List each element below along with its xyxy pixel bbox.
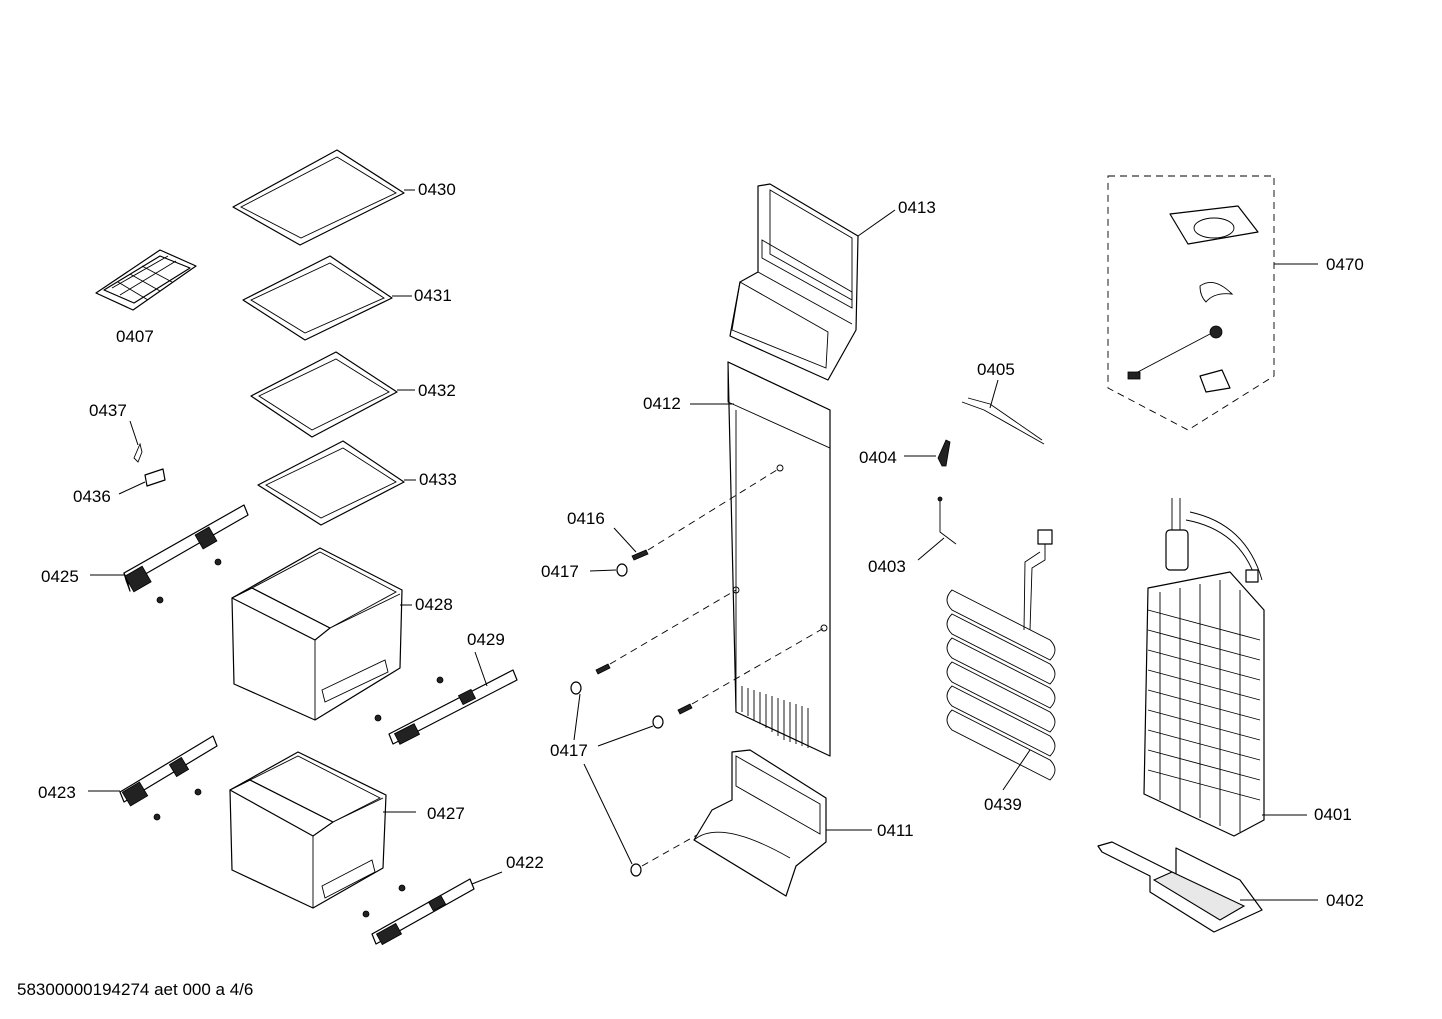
label-0437: 0437 — [89, 401, 127, 420]
defrost-heater-0439 — [946, 529, 1056, 791]
drawer-0427 — [229, 751, 416, 909]
label-0404: 0404 — [859, 448, 897, 467]
label-0402: 0402 — [1326, 891, 1364, 910]
label-0405: 0405 — [977, 360, 1015, 379]
rail-0425 — [90, 504, 249, 604]
label-0470: 0470 — [1326, 255, 1364, 274]
sensor-0405 — [961, 379, 1045, 445]
label-0417-bottom: 0417 — [550, 741, 588, 760]
rail-0429 — [374, 651, 518, 745]
label-0429: 0429 — [467, 630, 505, 649]
ice-tray-0407 — [95, 249, 197, 311]
screw-0416 — [613, 467, 781, 561]
label-0422: 0422 — [506, 853, 544, 872]
document-code: 58300000194274 aet 000 a 4/6 — [17, 980, 254, 999]
label-0416: 0416 — [567, 509, 605, 528]
rail-0422 — [362, 871, 503, 946]
rail-0423 — [88, 735, 218, 821]
screw-low — [677, 627, 825, 715]
glass-shelf-0431 — [242, 255, 412, 341]
label-0432: 0432 — [418, 381, 456, 400]
evaporator-0401 — [1143, 498, 1307, 837]
label-0401: 0401 — [1314, 805, 1352, 824]
label-0425: 0425 — [41, 567, 79, 586]
clip-0437 — [129, 420, 143, 463]
drip-tray-0402 — [1097, 841, 1318, 933]
glass-shelf-0433 — [257, 440, 416, 526]
label-0413: 0413 — [898, 198, 936, 217]
glass-shelf-0430 — [232, 149, 415, 246]
label-0431: 0431 — [414, 286, 452, 305]
part-labels: 0430 0431 0407 0432 0437 0433 0436 0425 … — [38, 180, 1364, 910]
label-0412: 0412 — [643, 394, 681, 413]
air-duct-0413 — [729, 183, 896, 381]
label-0427: 0427 — [427, 804, 465, 823]
rear-panel-0412 — [690, 361, 831, 757]
drawer-0428 — [231, 547, 412, 721]
label-0439: 0439 — [984, 795, 1022, 814]
label-0428: 0428 — [415, 595, 453, 614]
label-0411: 0411 — [877, 821, 914, 840]
glass-shelf-0432 — [250, 351, 415, 438]
panel-vents — [741, 686, 809, 748]
label-0430: 0430 — [418, 180, 456, 199]
sensor-0403 — [917, 496, 957, 561]
cap-0417-top — [589, 563, 628, 577]
label-0403: 0403 — [868, 557, 906, 576]
label-0433: 0433 — [419, 470, 457, 489]
cover-0436 — [118, 468, 166, 495]
fan-assembly-0470 — [1107, 175, 1318, 431]
duct-0411 — [693, 749, 872, 897]
label-0417-top: 0417 — [541, 562, 579, 581]
screw-mid — [595, 589, 737, 675]
clip-0404 — [904, 439, 951, 467]
label-0407: 0407 — [116, 327, 154, 346]
label-0423: 0423 — [38, 783, 76, 802]
label-0436: 0436 — [73, 487, 111, 506]
